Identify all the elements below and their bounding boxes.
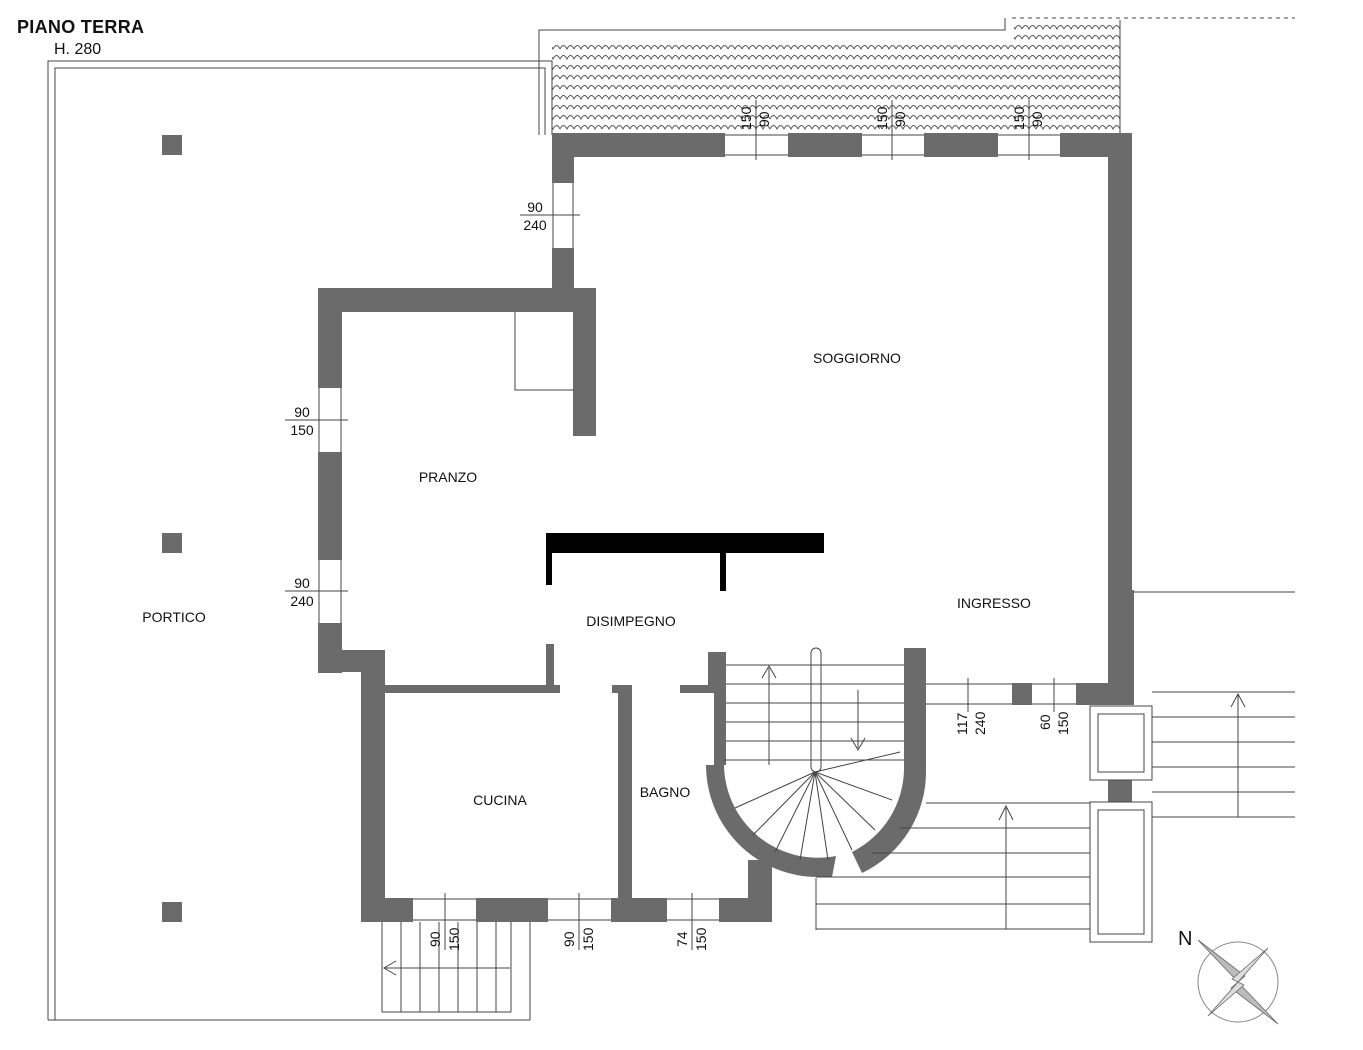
opening-width-label: 150 <box>1011 106 1027 130</box>
kitchen-counter <box>546 533 824 591</box>
opening-height-label: 150 <box>1055 711 1071 735</box>
room-label-disimpegno: DISIMPEGNO <box>586 613 676 629</box>
compass-icon <box>1197 939 1279 1025</box>
closet-outline <box>514 312 574 391</box>
walls <box>318 133 1134 922</box>
opening-width-label: 150 <box>738 106 754 130</box>
opening-width-label: 90 <box>427 931 443 947</box>
window-marks <box>285 100 1076 950</box>
portico-column <box>162 902 182 922</box>
room-label-ingresso: INGRESSO <box>957 595 1031 611</box>
opening-height-label: 150 <box>446 927 462 951</box>
north-label: N <box>1178 928 1192 950</box>
plan-title: PIANO TERRA <box>17 17 145 37</box>
room-label-pranzo: PRANZO <box>419 469 477 485</box>
portico-column <box>162 135 182 155</box>
opening-width-label: 90 <box>294 575 310 591</box>
portico-outline <box>47 60 553 1021</box>
opening-height-label: 150 <box>290 422 314 438</box>
external-stairs <box>815 591 1295 943</box>
opening-width-label: 117 <box>954 712 970 735</box>
opening-height-label: 90 <box>1029 111 1045 127</box>
room-label-portico: PORTICO <box>142 609 206 625</box>
terrace-paving <box>538 17 1295 135</box>
stair-curved-wall <box>706 765 836 877</box>
room-label-cucina: CUCINA <box>473 792 527 808</box>
staircase <box>724 647 904 861</box>
portico-column <box>162 533 182 553</box>
entry-steps <box>381 922 512 1013</box>
opening-height-label: 240 <box>972 711 988 735</box>
opening-height-label: 90 <box>892 111 908 127</box>
opening-width-label: 90 <box>561 931 577 947</box>
opening-width-label: 74 <box>674 931 690 947</box>
opening-height-label: 90 <box>756 111 772 127</box>
ceiling-height: H. 280 <box>54 41 102 58</box>
room-label-bagno: BAGNO <box>640 784 691 800</box>
opening-width-label: 60 <box>1037 714 1053 730</box>
opening-height-label: 240 <box>523 217 547 233</box>
room-label-soggiorno: SOGGIORNO <box>813 350 901 366</box>
opening-height-label: 150 <box>580 927 596 951</box>
opening-height-label: 240 <box>290 593 314 609</box>
opening-width-label: 150 <box>874 106 890 130</box>
opening-height-label: 150 <box>693 927 709 951</box>
opening-width-label: 90 <box>294 404 310 420</box>
opening-width-label: 90 <box>527 199 543 215</box>
